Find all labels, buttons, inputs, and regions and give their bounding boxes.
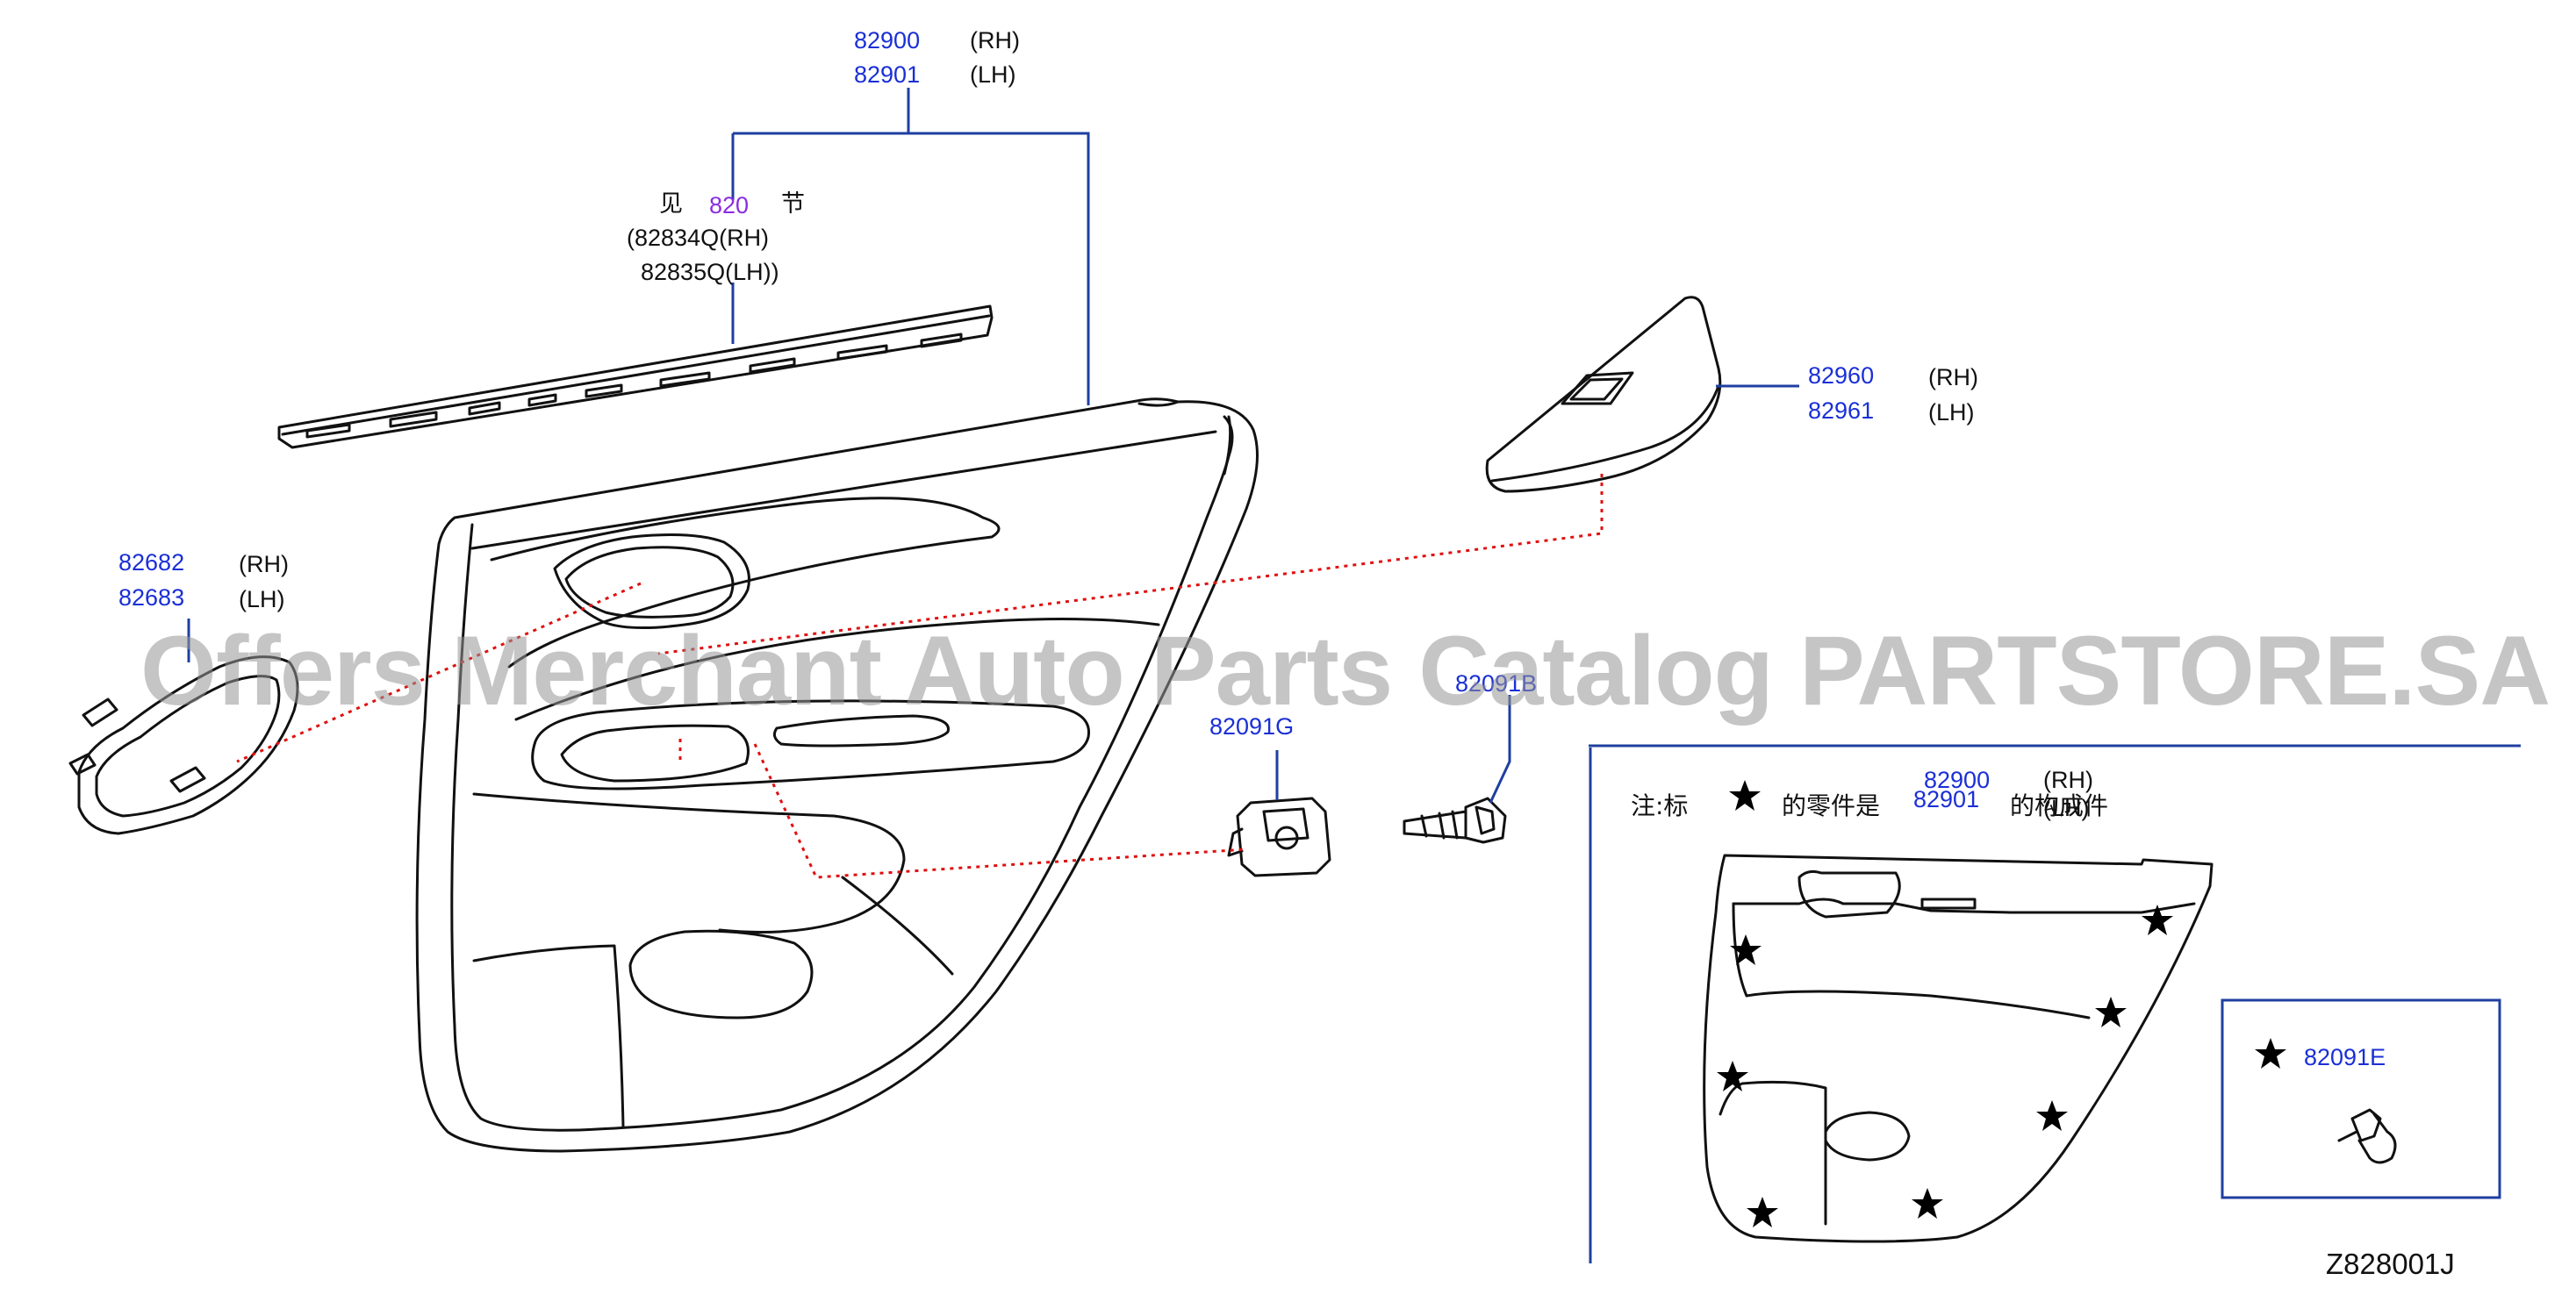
note-suffix: 的构成件 — [2010, 791, 2109, 820]
diagram-code: Z828001J — [2326, 1248, 2455, 1280]
rh-label: (RH) — [1928, 364, 1978, 390]
leader-lines — [187, 88, 2521, 1263]
part-number-82834q: (82834Q(RH) — [627, 225, 770, 251]
fastener-82091e-part[interactable] — [2337, 1108, 2397, 1164]
connector-lines — [236, 474, 1604, 879]
section-link-820[interactable]: 820 — [709, 192, 750, 218]
rh-label: (RH) — [2043, 767, 2093, 793]
door-trim-panel[interactable] — [415, 397, 1259, 1153]
belt-moulding-part[interactable] — [277, 304, 994, 449]
part-number-82091b[interactable]: 82091B — [1455, 670, 1538, 697]
part-number-82960[interactable]: 82960 — [1808, 362, 1875, 389]
see-prefix: 见 — [659, 190, 683, 218]
lh-label: (LH) — [1928, 399, 1975, 426]
clip-82091g-part[interactable] — [1227, 797, 1331, 877]
lh-label: (LH) — [239, 586, 285, 612]
fastener-inset-box — [2221, 998, 2501, 1199]
window-switch-bezel-part[interactable] — [1485, 296, 1722, 493]
lh-label: (LH) — [970, 61, 1016, 88]
see-suffix: 节 — [781, 190, 805, 218]
screw-82091b-part[interactable] — [1403, 797, 1507, 844]
part-number-82682[interactable]: 82682 — [118, 549, 185, 576]
watermark: Offers Merchant Auto Parts Catalog PARTS… — [140, 616, 2551, 726]
part-number-82091e[interactable]: 82091E — [2304, 1044, 2386, 1070]
rh-label: (RH) — [239, 551, 289, 577]
part-number-82835q: 82835Q(LH)) — [641, 259, 779, 285]
inside-handle-escutcheon-part[interactable] — [68, 655, 299, 835]
part-number-82683[interactable]: 82683 — [118, 584, 185, 611]
inset-door-panel — [1703, 854, 2214, 1243]
lh-label: (LH) — [2043, 795, 2090, 821]
note-part-number-82900[interactable]: 82900 — [1924, 767, 1991, 793]
part-number-82900[interactable]: 82900 — [854, 27, 921, 54]
part-number-82901[interactable]: 82901 — [854, 61, 921, 88]
note-middle: 的零件是 — [1782, 791, 1881, 820]
part-number-82091g[interactable]: 82091G — [1209, 713, 1295, 740]
note-prefix: 注:标 — [1631, 791, 1689, 820]
note-part-number-82901[interactable]: 82901 — [1913, 786, 1980, 812]
rh-label: (RH) — [970, 27, 1020, 54]
part-number-82961[interactable]: 82961 — [1808, 397, 1875, 424]
